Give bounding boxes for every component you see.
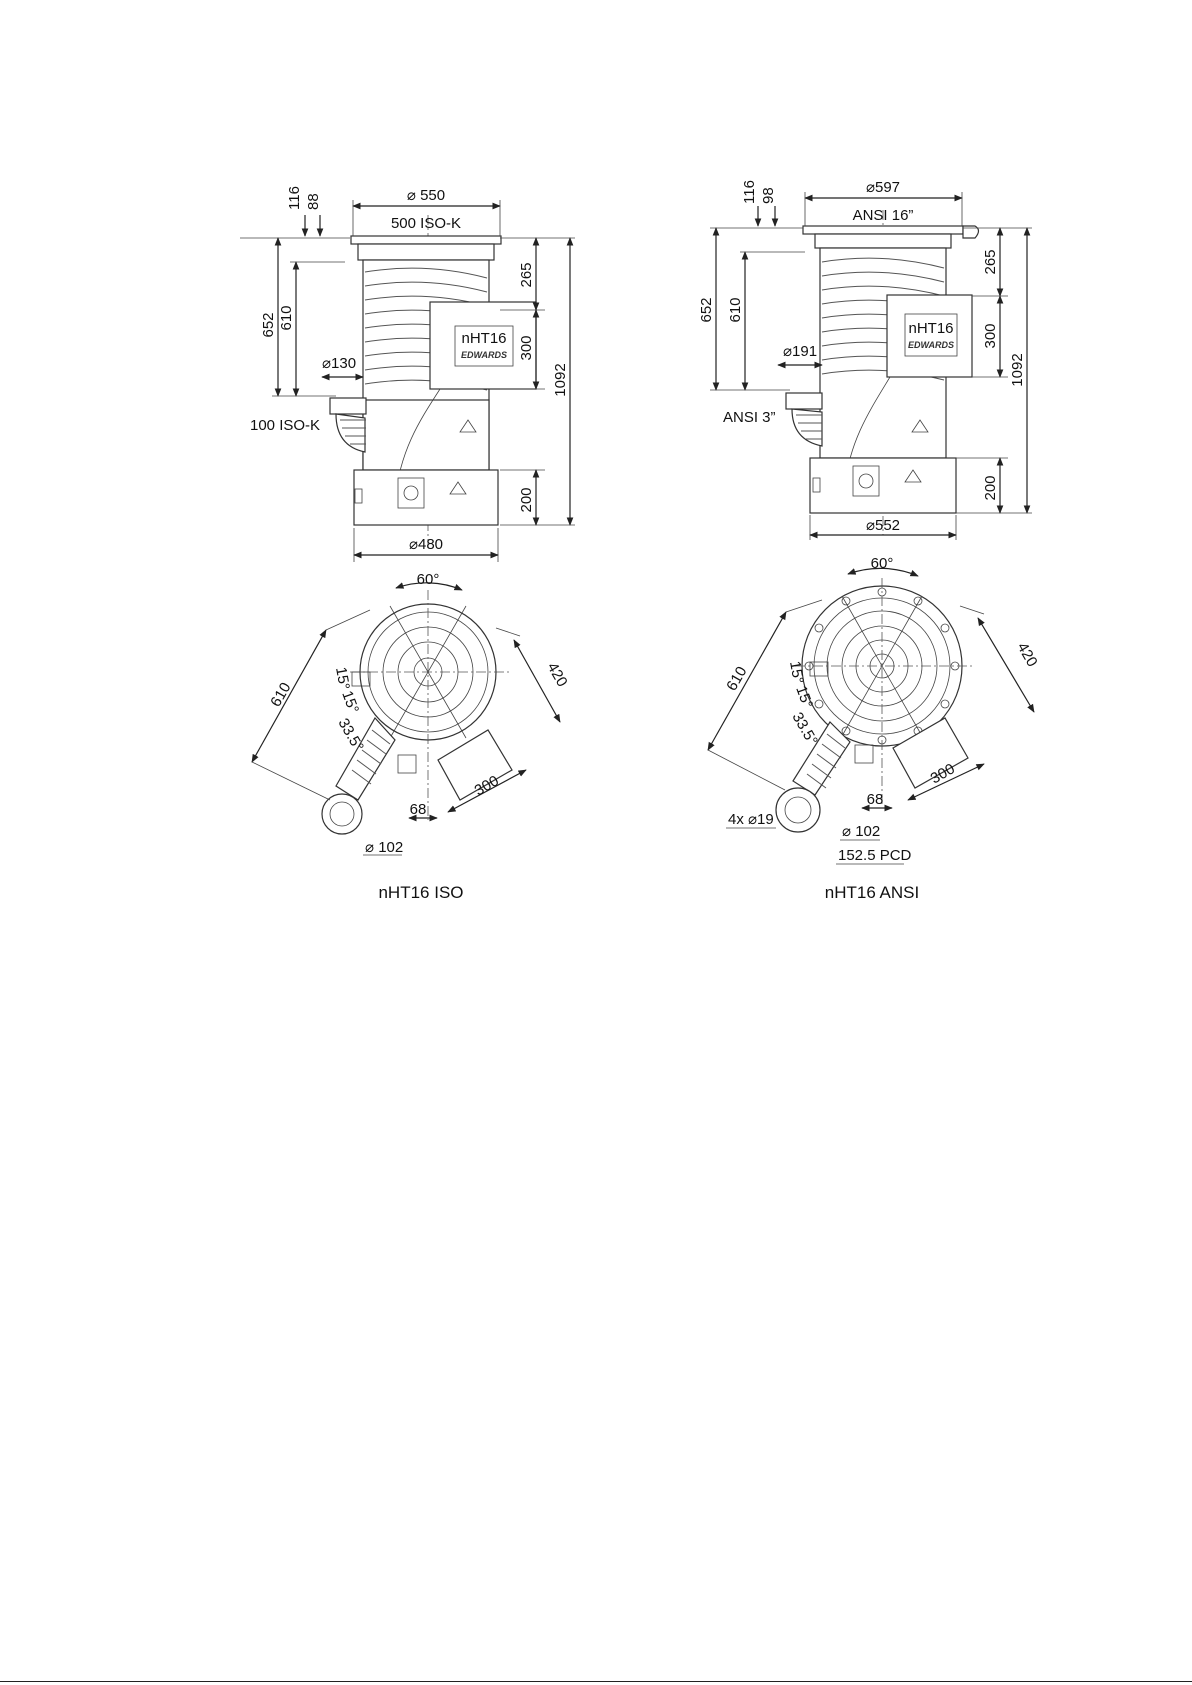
- iso-angle-33-5: 33.5°: [335, 716, 367, 755]
- ansi-dim-116: 116: [741, 180, 758, 204]
- iso-base: [354, 470, 498, 525]
- ansi-dim-plan-610: 610: [723, 664, 750, 694]
- iso-dim-1092: 1092: [552, 363, 569, 396]
- ansi-dim-flange-type: ANSI 16”: [853, 207, 914, 224]
- ansi-dim-300: 300: [982, 323, 999, 348]
- iso-top-flange: [351, 236, 501, 244]
- iso-dim-116: 116: [286, 186, 303, 210]
- page-footer-rule: [0, 1681, 1192, 1682]
- iso-angle-15a: 15°: [332, 666, 353, 691]
- ansi-dim-plan-68: 68: [867, 791, 884, 808]
- iso-dim-265: 265: [518, 262, 535, 287]
- iso-dim-plan-68: 68: [410, 801, 427, 818]
- ansi-logo: EDWARDS: [908, 340, 954, 350]
- ansi-foreline-label: ANSI 3”: [723, 409, 776, 426]
- iso-dim-200: 200: [518, 487, 535, 512]
- iso-dim-130: ⌀130: [322, 355, 356, 372]
- iso-dim-flange-type: 500 ISO-K: [391, 215, 461, 232]
- ansi-foreline-flange: [786, 393, 822, 409]
- iso-angle-15b: 15°: [338, 689, 362, 716]
- ansi-model-label: nHT16: [908, 320, 953, 337]
- iso-dim-610: 610: [278, 305, 295, 330]
- iso-dim-652: 652: [260, 312, 277, 337]
- ansi-dim-flange-dia: ⌀597: [866, 179, 900, 196]
- ansi-dim-652: 652: [698, 297, 715, 322]
- iso-model-label: nHT16: [461, 330, 506, 347]
- ansi-dim-98: 98: [760, 187, 777, 204]
- ansi-dim-angle-60: 60°: [871, 555, 894, 572]
- iso-caption: nHT16 ISO: [378, 883, 463, 902]
- ansi-angle-15a: 15°: [786, 660, 807, 685]
- ansi-caption: nHT16 ANSI: [825, 883, 920, 902]
- iso-foreline-flange: [330, 398, 366, 414]
- iso-logo: EDWARDS: [461, 350, 507, 360]
- iso-dim-angle-60: 60°: [417, 571, 440, 588]
- ansi-dim-610: 610: [727, 297, 744, 322]
- ansi-dim-200: 200: [982, 475, 999, 500]
- iso-dim-plan-420: 420: [543, 660, 570, 690]
- iso-dim-base-dia: ⌀480: [409, 536, 443, 553]
- ansi-dim-plan-420: 420: [1013, 640, 1040, 670]
- ansi-dim-bolt: 4x ⌀19: [728, 811, 774, 828]
- ansi-dim-265: 265: [982, 249, 999, 274]
- iso-dim-flange-dia: ⌀ 550: [407, 187, 445, 204]
- iso-foreline-label: 100 ISO-K: [250, 417, 320, 434]
- ansi-dim-pcd: 152.5 PCD: [838, 847, 912, 864]
- ansi-dim-1092: 1092: [1009, 353, 1026, 386]
- ansi-elevation-view: nHT16 EDWARDS: [786, 210, 979, 535]
- ansi-angle-33-5: 33.5°: [789, 710, 821, 749]
- iso-dim-plan-610: 610: [267, 680, 294, 710]
- ansi-dim-plan-102: ⌀ 102: [842, 823, 880, 840]
- iso-dim-300: 300: [518, 335, 535, 360]
- iso-dim-88: 88: [305, 193, 322, 210]
- ansi-dim-191: ⌀191: [783, 343, 817, 360]
- ansi-top-flange: [803, 226, 963, 234]
- iso-dim-plan-102: ⌀ 102: [365, 839, 403, 856]
- ansi-dim-base-dia: ⌀552: [866, 517, 900, 534]
- ansi-base: [810, 458, 956, 513]
- iso-elevation-view: nHT16 EDWARDS: [330, 215, 536, 548]
